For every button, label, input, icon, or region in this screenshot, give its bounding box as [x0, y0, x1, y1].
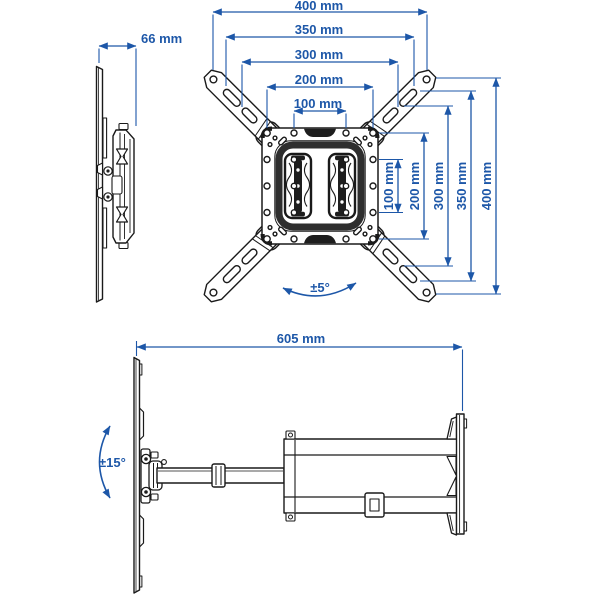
dim-label: 350 mm [454, 162, 469, 210]
dim-label: 400 mm [295, 0, 343, 13]
plate-top-notch [304, 128, 336, 137]
dim-400mm-vertical: 400 mm [436, 77, 501, 295]
tilt-indicator: ±15° [98, 425, 126, 499]
wall-bracket [446, 413, 468, 536]
folded-bracket [96, 122, 135, 250]
dim-400mm-horizontal: 400 mm [212, 0, 428, 70]
dim-300mm-vertical: 300 mm [404, 105, 453, 267]
swivel-label: ±5° [310, 280, 330, 295]
dim-300mm-horizontal: 300 mm [241, 47, 399, 107]
side-view-folded [95, 65, 135, 303]
dim-label: 400 mm [479, 162, 494, 210]
hook-rail-right [327, 152, 357, 220]
dim-200mm-horizontal: 200 mm [266, 72, 374, 128]
front-view [203, 69, 437, 303]
dim-label: 100 mm [294, 96, 342, 111]
plate-holes [263, 129, 377, 243]
dim-100mm-vertical: 100 mm [379, 158, 403, 214]
extension-arm [156, 463, 285, 488]
dim-label: 66 mm [141, 31, 182, 46]
dim-605mm-extension: 605 mm [135, 331, 464, 411]
arm-housing [283, 430, 458, 522]
dim-350mm-horizontal: 350 mm [225, 22, 415, 86]
dim-100mm-horizontal: 100 mm [293, 96, 347, 128]
dim-label: 350 mm [295, 22, 343, 37]
front-right-dimensions: 100 mm 200 mm 300 mm 350 mm 400 mm [379, 77, 501, 295]
tv-plate-profile [95, 65, 108, 303]
dim-66mm-depth: 66 mm [98, 31, 182, 126]
dim-label: 100 mm [381, 162, 396, 210]
dim-label: 300 mm [431, 162, 446, 210]
hook-rail-left [283, 152, 313, 220]
tv-plate-profile-extended [133, 356, 145, 594]
swivel-indicator: ±5° [282, 280, 357, 297]
dim-label: 300 mm [295, 47, 343, 62]
dim-350mm-vertical: 350 mm [420, 90, 476, 282]
tilt-label: ±15° [99, 455, 126, 470]
dim-label: 605 mm [277, 331, 325, 346]
dim-label: 200 mm [295, 72, 343, 87]
dim-200mm-vertical: 200 mm [379, 132, 429, 240]
dim-label: 200 mm [407, 162, 422, 210]
side-view-extended [133, 356, 468, 594]
front-top-dimensions: 400 mm 350 mm 300 mm 200 mm 100 mm [212, 0, 428, 128]
plate-bottom-notch [304, 235, 336, 244]
